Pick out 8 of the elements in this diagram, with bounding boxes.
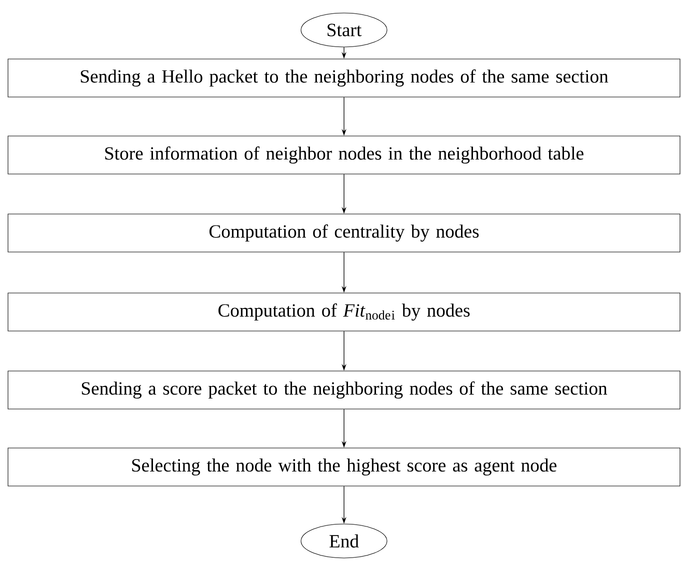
process-box: Sending a score packet to the neighboring nodes of the same section (8, 370, 680, 410)
process-box: Selecting the node with the highest score as agent node (8, 448, 680, 486)
process-box: Sending a Hello packet to the neighboring nodes of the same section (8, 58, 680, 98)
process-box: Computation of Fit$_{nodei}$ by nodes (8, 292, 680, 332)
process-box: Store information of neighbor nodes in the neighborhood table (8, 136, 680, 174)
terminal-oval: Start (300, 12, 388, 48)
terminal-oval: End (300, 524, 388, 558)
process-box: Computation of centrality by nodes (8, 214, 680, 252)
